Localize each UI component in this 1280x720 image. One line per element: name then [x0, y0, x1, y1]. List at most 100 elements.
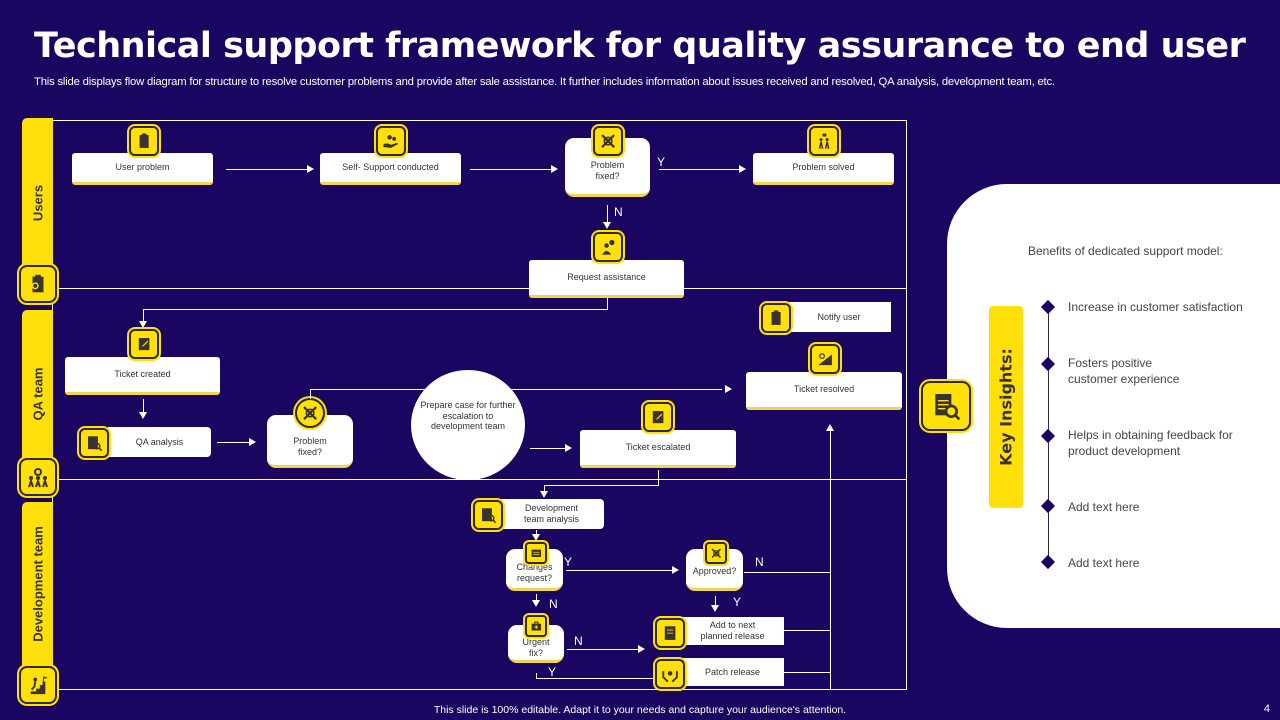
lane-label: Development team [30, 526, 45, 642]
clipboard-user-icon [761, 303, 791, 333]
arrow-head [725, 385, 732, 393]
node-self-support[interactable]: Self- Support conducted [320, 153, 461, 185]
connector [544, 485, 659, 486]
arrow-head [711, 605, 719, 612]
node-user-problem[interactable]: User problem [72, 153, 213, 185]
node-urgent-fix[interactable]: Urgent fix? [508, 625, 564, 663]
node-dev-analysis[interactable]: Development team analysis [499, 499, 604, 529]
lane-divider [52, 479, 907, 480]
connector [530, 448, 565, 449]
connector [310, 389, 722, 390]
connector [607, 205, 608, 223]
people-celebrate-icon [809, 126, 839, 156]
ticket-edit-icon [643, 402, 673, 432]
document-magnifier-icon [921, 381, 971, 431]
ticket-edit-icon [129, 329, 159, 359]
tools-cross-icon [705, 542, 727, 564]
arrow-head [638, 645, 645, 653]
first-aid-kit-icon [525, 615, 547, 637]
yes-label: Y [564, 555, 573, 569]
node-request-assistance[interactable]: Request assistance [529, 260, 684, 298]
climb-stairs-icon [19, 666, 57, 704]
key-insights-tab: Key Insights: [989, 306, 1023, 508]
no-label: N [614, 205, 623, 219]
arrow-head [540, 491, 548, 498]
no-label: N [574, 634, 583, 648]
connector [658, 470, 659, 486]
connector [715, 596, 716, 606]
node-patch-release[interactable]: Patch release [681, 658, 784, 686]
no-label: N [549, 597, 558, 611]
connector [544, 485, 545, 492]
diamond-bullet-icon [1040, 428, 1056, 444]
arrow-head [565, 444, 572, 452]
insight-item: Add text here [1068, 500, 1140, 514]
insight-item: Fosters positive customer experience [1068, 356, 1180, 387]
insights-heading: Benefits of dedicated support model: [1028, 244, 1223, 258]
yes-label: Y [548, 665, 557, 679]
node-ticket-resolved[interactable]: Ticket resolved [746, 372, 902, 410]
connector [536, 594, 537, 602]
arrow-head [307, 165, 314, 173]
lane-label: Users [30, 184, 45, 222]
arrow-head [532, 534, 540, 541]
node-problem-solved[interactable]: Problem solved [753, 153, 894, 185]
page-number: 4 [1263, 703, 1270, 715]
connector [784, 672, 831, 673]
node-ticket-escalated[interactable]: Ticket escalated [580, 430, 736, 468]
connector [310, 389, 311, 399]
hands-care-icon [655, 659, 685, 689]
arrow-head [551, 165, 558, 173]
connector [536, 673, 537, 679]
growth-chart-icon [810, 344, 840, 374]
document-list-icon [655, 618, 685, 648]
connector [143, 309, 144, 323]
arrow-head [739, 165, 746, 173]
document-search-icon [79, 428, 109, 458]
connector [536, 678, 654, 679]
insight-item: Increase in customer satisfaction [1068, 300, 1243, 314]
page-subtitle: This slide displays flow diagram for str… [34, 76, 1055, 88]
lane-divider [52, 288, 907, 289]
lane-label: QA team [30, 367, 45, 421]
connector [470, 169, 552, 170]
connector [143, 309, 608, 310]
diamond-bullet-icon [1040, 299, 1056, 315]
connector [607, 298, 608, 310]
connector [830, 428, 831, 690]
yes-label: Y [733, 595, 742, 609]
node-add-next-release[interactable]: Add to next planned release [681, 617, 784, 645]
connector [659, 169, 739, 170]
connector [217, 442, 250, 443]
connector [536, 530, 537, 536]
key-insights-title: Key Insights: [996, 348, 1016, 466]
connector [143, 399, 144, 413]
node-prepare-case[interactable]: Prepare case for further escalation to d… [411, 370, 525, 480]
node-ticket-created[interactable]: Ticket created [65, 357, 220, 395]
node-qa-analysis[interactable]: QA analysis [108, 427, 211, 457]
connector [784, 630, 831, 631]
lane-qa-team: QA team [22, 310, 53, 478]
arrow-head [532, 600, 540, 607]
connector [567, 649, 638, 650]
tools-cross-icon [593, 126, 623, 156]
node-notify-user[interactable]: Notify user [787, 302, 891, 332]
tools-cross-icon [295, 398, 325, 428]
page-title: Technical support framework for quality … [34, 26, 1246, 66]
person-question-icon [593, 232, 623, 262]
arrow-head [603, 222, 611, 229]
arrow-head [826, 424, 834, 431]
arrow-head [249, 438, 256, 446]
yes-label: Y [657, 155, 666, 169]
connector [226, 169, 308, 170]
arrow-head [139, 321, 147, 328]
clipboard-user-icon [129, 126, 159, 156]
document-search-icon [473, 500, 503, 530]
no-label: N [755, 555, 764, 569]
lane-development-team: Development team [22, 502, 53, 666]
lane-users: Users [22, 118, 53, 288]
connector [744, 572, 831, 573]
list-card-icon [525, 542, 547, 564]
diamond-bullet-icon [1040, 498, 1056, 514]
arrow-head [139, 412, 147, 419]
